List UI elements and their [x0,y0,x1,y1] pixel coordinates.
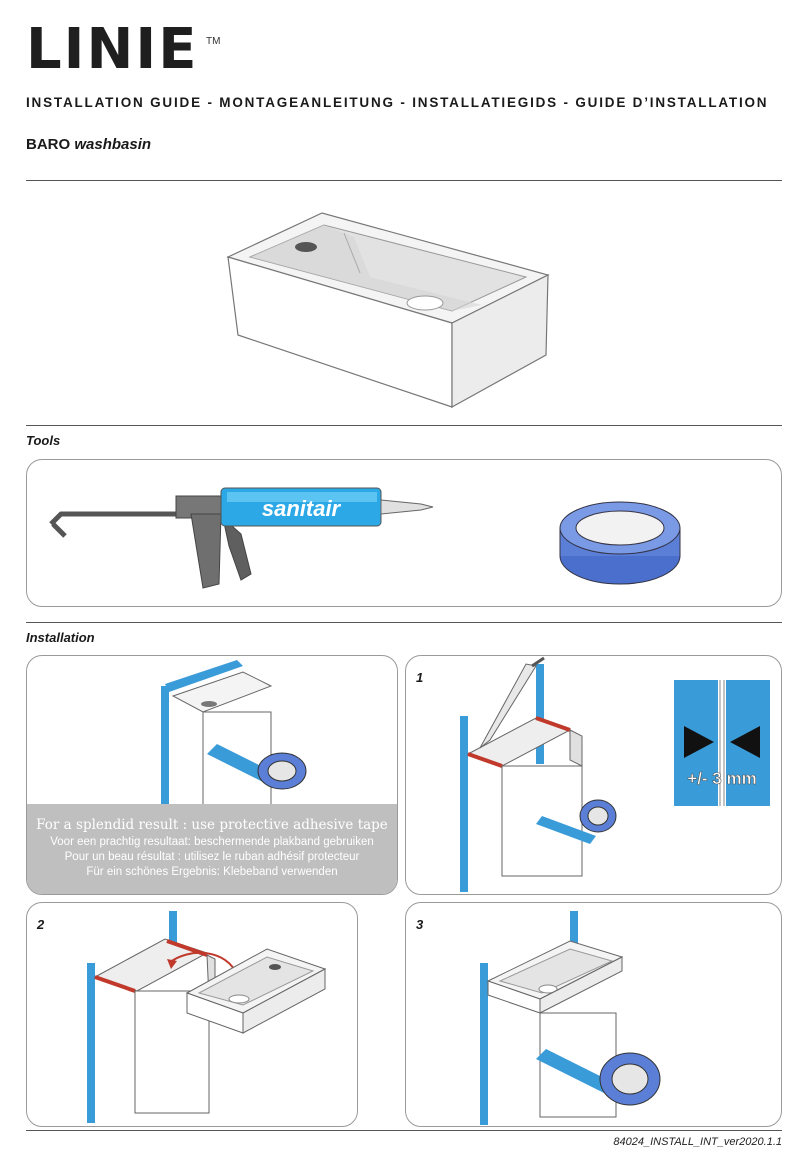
document-code: 84024_INSTALL_INT_ver2020.1.1 [613,1136,782,1148]
tip-text-fr: Pour un beau résultat : utilisez le ruba… [64,851,360,863]
trademark-mark: TM [206,36,221,47]
step-2-panel: 2 [26,902,358,1127]
tape-tip-box: For a splendid result : use protective a… [27,804,397,894]
tape-tip-panel: For a splendid result : use protective a… [26,655,398,895]
tools-heading: Tools [26,433,61,448]
divider-installation [26,622,782,623]
step-1-number: 1 [416,670,424,685]
step-3-illustration [480,911,661,1125]
brand-logo: LINIE TM [26,18,226,82]
arrow-left-icon [730,726,760,758]
tape-roll-icon [559,501,681,585]
product-title: BARO washbasin [26,136,151,153]
tip-text-de: Für ein schönes Ergebnis: Klebeband verw… [86,866,338,878]
sealant-label: sanitair [262,496,342,521]
product-name: BARO [26,136,71,153]
guide-title: INSTALLATION GUIDE - MONTAGEANLEITUNG - … [26,95,769,110]
tip-text-nl: Voor een prachtig resultaat: beschermend… [50,836,374,848]
step-1-illustration [460,656,617,892]
tip-text-en: For a splendid result : use protective a… [36,817,388,833]
installation-heading: Installation [26,630,95,645]
product-type: washbasin [74,136,152,153]
logo-text: LINIE [26,17,199,82]
divider-top [26,180,782,181]
arrow-right-icon [684,726,714,758]
step-1-panel: 1 +/- 3 mm [405,655,782,895]
step-2-illustration [87,911,327,1123]
divider-tools [26,425,782,426]
gap-diagram: +/- 3 mm [674,680,770,806]
gap-label: +/- 3 mm [687,769,756,788]
divider-footer [26,1130,782,1131]
step-3-panel: 3 [405,902,782,1127]
washbasin-illustration [226,212,550,409]
step-2-number: 2 [37,917,45,932]
caulking-gun-icon: sanitair [49,487,434,589]
step-3-number: 3 [416,917,424,932]
taped-cabinet-illustration [161,660,307,806]
tools-panel: sanitair [26,459,782,607]
